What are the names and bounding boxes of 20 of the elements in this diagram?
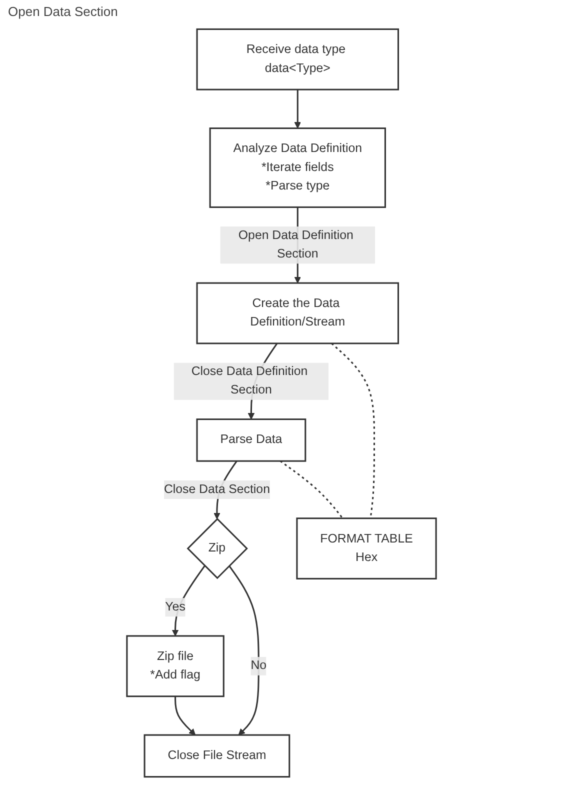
arrow [174, 696, 196, 736]
node-diamond: Zip [186, 518, 248, 580]
edge-label: Close Data Definition Section [191, 365, 308, 397]
node-box: Receive data type data<Type> [196, 28, 400, 90]
node-box: Parse Data [196, 418, 306, 462]
edge-label: No [250, 659, 267, 672]
arrow [294, 90, 302, 129]
node-box: Create the Data Definition/Stream [196, 282, 400, 344]
edge-label: Close Data Section [164, 482, 270, 496]
connector [331, 342, 376, 518]
node-box: Analyze Data Definition *Iterate fields *Parse type [209, 127, 386, 208]
node-box: Zip file *Add flag [126, 635, 224, 698]
note-text: Open Data Section [8, 4, 119, 19]
node-box: Close File Stream [144, 734, 290, 778]
edge-label: Yes [165, 600, 186, 614]
arrow [228, 565, 260, 736]
connector [280, 460, 344, 519]
arrow [172, 565, 206, 636]
edge-label: Open Data Definition Section [238, 228, 354, 261]
node-box: FORMAT TABLE Hex [296, 518, 437, 580]
